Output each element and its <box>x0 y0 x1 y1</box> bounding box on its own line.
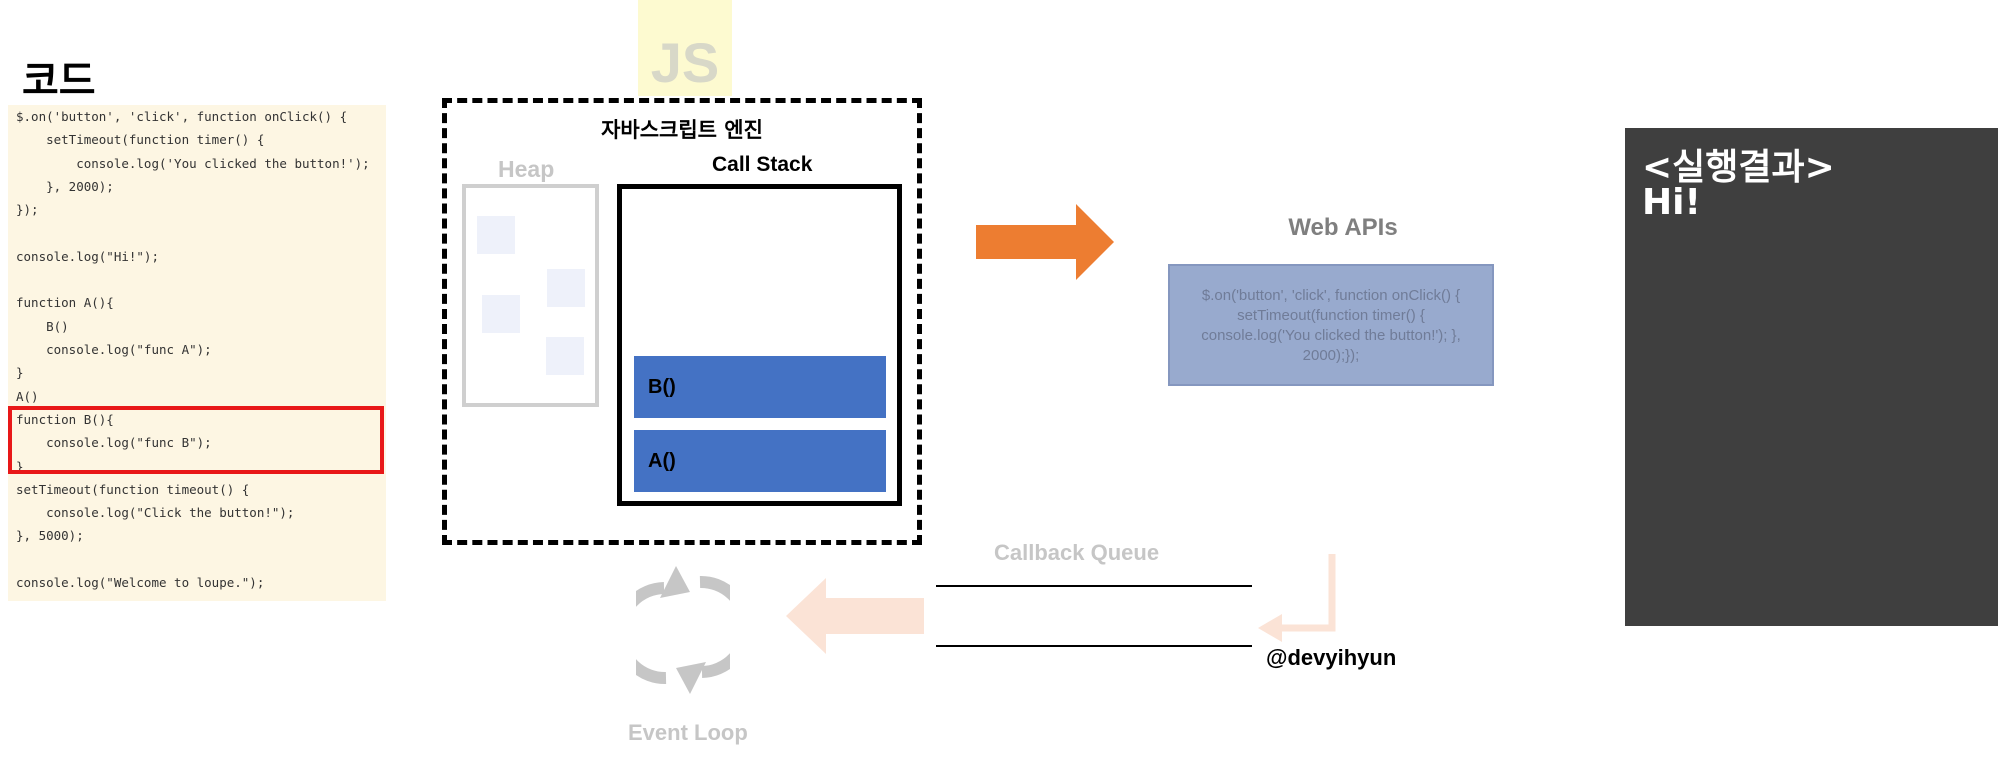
code-line: setTimeout(function timer() { <box>16 132 265 148</box>
code-line: }, 2000); <box>16 178 114 194</box>
heap-block <box>546 337 584 375</box>
heap-box <box>462 184 599 407</box>
js-logo: JS <box>650 31 720 94</box>
code-line: }, 5000); <box>16 528 84 544</box>
stack-frame-b: B() <box>634 356 886 418</box>
stack-frame-a: A() <box>634 430 886 492</box>
result-output: Hi! <box>1642 182 1701 223</box>
result-panel <box>1625 128 1998 626</box>
engine-title: 자바스크립트 엔진 <box>601 118 763 142</box>
code-title: 코드 <box>22 58 96 104</box>
result-title: <실행결과> <box>1642 147 1835 188</box>
heap-block <box>482 295 520 333</box>
js-logo-background <box>638 0 732 96</box>
code-line: console.log("func A"); <box>16 342 212 357</box>
queue-line-bottom <box>936 645 1252 647</box>
web-apis-label: Web APIs <box>1288 214 1398 241</box>
code-panel: $.on('button', 'click', function onClick… <box>8 105 386 601</box>
author-handle: @devyihyun <box>1266 645 1397 670</box>
arrow-right-icon <box>976 204 1114 280</box>
code-line: A() <box>16 388 39 404</box>
code-line: function B(){ <box>16 411 114 427</box>
heap-label: Heap <box>498 156 555 182</box>
code-line: $.on('button', 'click', function onClick… <box>16 109 348 124</box>
code-line: console.log("Hi!"); <box>16 248 159 264</box>
call-stack-box <box>617 184 902 506</box>
code-line: B() <box>16 318 69 334</box>
code-line: console.log('You clicked the button!'); <box>16 155 370 171</box>
heap-block <box>477 216 515 254</box>
corner-arrow-icon <box>1258 554 1336 642</box>
callback-queue-label: Callback Queue <box>994 540 1160 565</box>
code-line: } <box>16 365 24 381</box>
call-stack-label: Call Stack <box>712 153 813 176</box>
heap-block <box>547 269 585 307</box>
code-line: console.log("Welcome to loupe."); <box>16 575 265 590</box>
highlighted-code-block <box>8 406 384 474</box>
code-line: setTimeout(function timeout() { <box>16 481 250 497</box>
code-line: console.log("Click the button!"); <box>16 505 295 521</box>
event-loop-label: Event Loop <box>628 720 748 745</box>
code-line: function A(){ <box>16 295 114 311</box>
code-line: }); <box>16 202 39 218</box>
arrow-left-faded-icon <box>786 578 924 654</box>
code-line: } <box>16 458 24 474</box>
queue-line-top <box>936 585 1252 587</box>
web-apis-box: $.on('button', 'click', function onClick… <box>1168 264 1494 386</box>
code-line: console.log("func B"); <box>16 435 212 451</box>
refresh-cycle-icon <box>636 566 730 694</box>
